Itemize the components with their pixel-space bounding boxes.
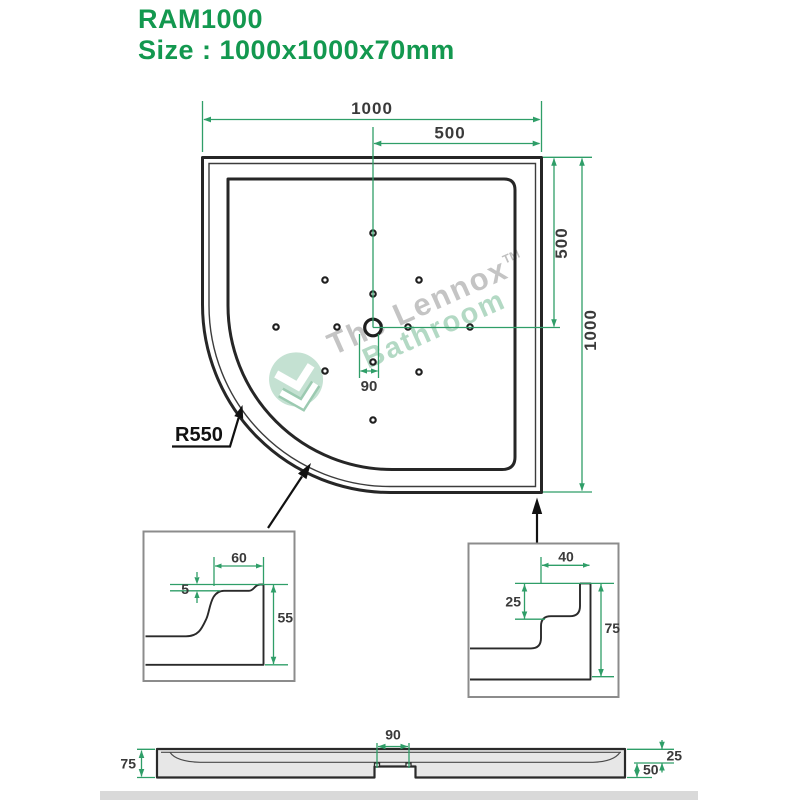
dim-elev-90-label: 90	[385, 727, 401, 743]
dim-step-25-label: 25	[505, 594, 521, 610]
radius-callout: R550	[172, 405, 244, 448]
size-title: Size : 1000x1000x70mm	[138, 35, 455, 65]
dim-elev-25: 25	[627, 740, 682, 773]
dim-half-width-500: 500	[372, 124, 541, 328]
radius-label: R550	[175, 424, 223, 446]
tray-basin-edge	[226, 177, 517, 471]
bottom-floor-strip	[100, 791, 698, 800]
detail-right-arrow	[531, 497, 543, 543]
dim-half-height-500: 500	[373, 156, 592, 329]
dim-height-1000: 1000	[543, 158, 600, 493]
detail-left-arrow	[267, 463, 311, 529]
dim-height-label: 1000	[581, 309, 600, 351]
curved-edge-outer	[145, 584, 265, 666]
dim-edge-55: 55	[265, 585, 294, 666]
dim-rim-40: 40	[515, 549, 614, 585]
dim-edge-75-label: 75	[605, 620, 621, 636]
logo-chevron-upper-icon	[274, 363, 315, 392]
dim-elev-75: 75	[120, 748, 155, 779]
dim-half-height-label: 500	[552, 227, 571, 258]
dim-drain-90: 90	[358, 334, 380, 395]
dim-step-25: 25	[505, 584, 545, 620]
dim-edge-55-label: 55	[278, 610, 294, 626]
dim-half-width-label: 500	[434, 124, 465, 143]
detail-right-box	[467, 542, 620, 698]
dim-width-1000: 1000	[201, 99, 543, 152]
dim-lip-5-label: 5	[181, 581, 189, 597]
dim-elev-25-label: 25	[667, 748, 683, 764]
tray-outer-edge	[201, 156, 543, 495]
dim-elev-50-label: 50	[643, 762, 659, 778]
dim-width-label: 1000	[351, 99, 393, 118]
dim-edge-75: 75	[592, 584, 621, 678]
dim-rim-40-label: 40	[558, 549, 574, 565]
dim-lip-5: 5	[181, 572, 200, 603]
tray-rim-line	[208, 162, 537, 488]
dim-rim-60-label: 60	[231, 550, 247, 566]
detail-left-box	[142, 530, 296, 682]
dim-drain-label: 90	[361, 378, 378, 395]
top-view: 1000 500 500 1000	[172, 99, 600, 543]
model-title: RAM1000	[138, 4, 264, 34]
dim-elev-90: 90	[376, 727, 410, 768]
dim-elev-50: 50	[627, 762, 659, 779]
dim-rim-60: 60	[170, 550, 288, 592]
dim-elev-75-label: 75	[120, 756, 136, 772]
logo-chevron-lower-icon	[279, 382, 319, 409]
elevation-body	[155, 747, 627, 779]
watermark-logo	[269, 352, 324, 412]
detail-view-curved-edge: 60 5 55	[142, 530, 296, 682]
detail-view-square-edge: 40 25 75	[467, 542, 621, 698]
curved-edge-profile	[145, 583, 264, 638]
elevation-basin-floor	[169, 751, 621, 763]
elevation-view: 75 90 25 50	[120, 727, 682, 779]
